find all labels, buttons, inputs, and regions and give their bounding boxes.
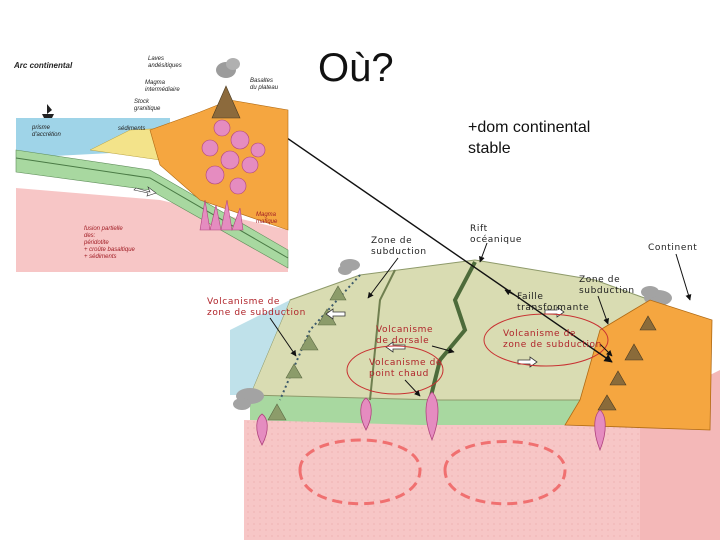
label-stock: Stock granitique <box>134 99 160 113</box>
label-sediments: sédiments <box>118 126 145 133</box>
label-laves: Laves andésitiques <box>148 56 182 70</box>
label-volcanisme-dorsale: Volcanisme de dorsale <box>376 325 433 347</box>
label-rift: Rift océanique <box>470 224 522 246</box>
label-continent: Continent <box>648 243 697 254</box>
label-basaltes: Basaltes du plateau <box>250 78 278 92</box>
label-prisme: prisme d'accrétion <box>32 125 61 139</box>
label-volcanisme-zone-subduction-left: Volcanisme de zone de subduction <box>207 297 306 319</box>
inset-title: Arc continental <box>14 62 72 69</box>
label-volcanisme-zone-subduction-right: Volcanisme de zone de subduction <box>503 329 602 351</box>
label-magma-intermediaire: Magma intermédiaire <box>145 80 180 94</box>
label-faille: Faille transformante <box>517 292 589 314</box>
label-volcanisme-point-chaud: Volcanisme de point chaud <box>369 358 442 380</box>
label-fusion: fusion partielle des: péridotite + croût… <box>84 226 135 261</box>
label-magma-mafique: Magma mafique <box>256 212 277 226</box>
label-zone-subduction-left: Zone de subduction <box>371 236 427 258</box>
